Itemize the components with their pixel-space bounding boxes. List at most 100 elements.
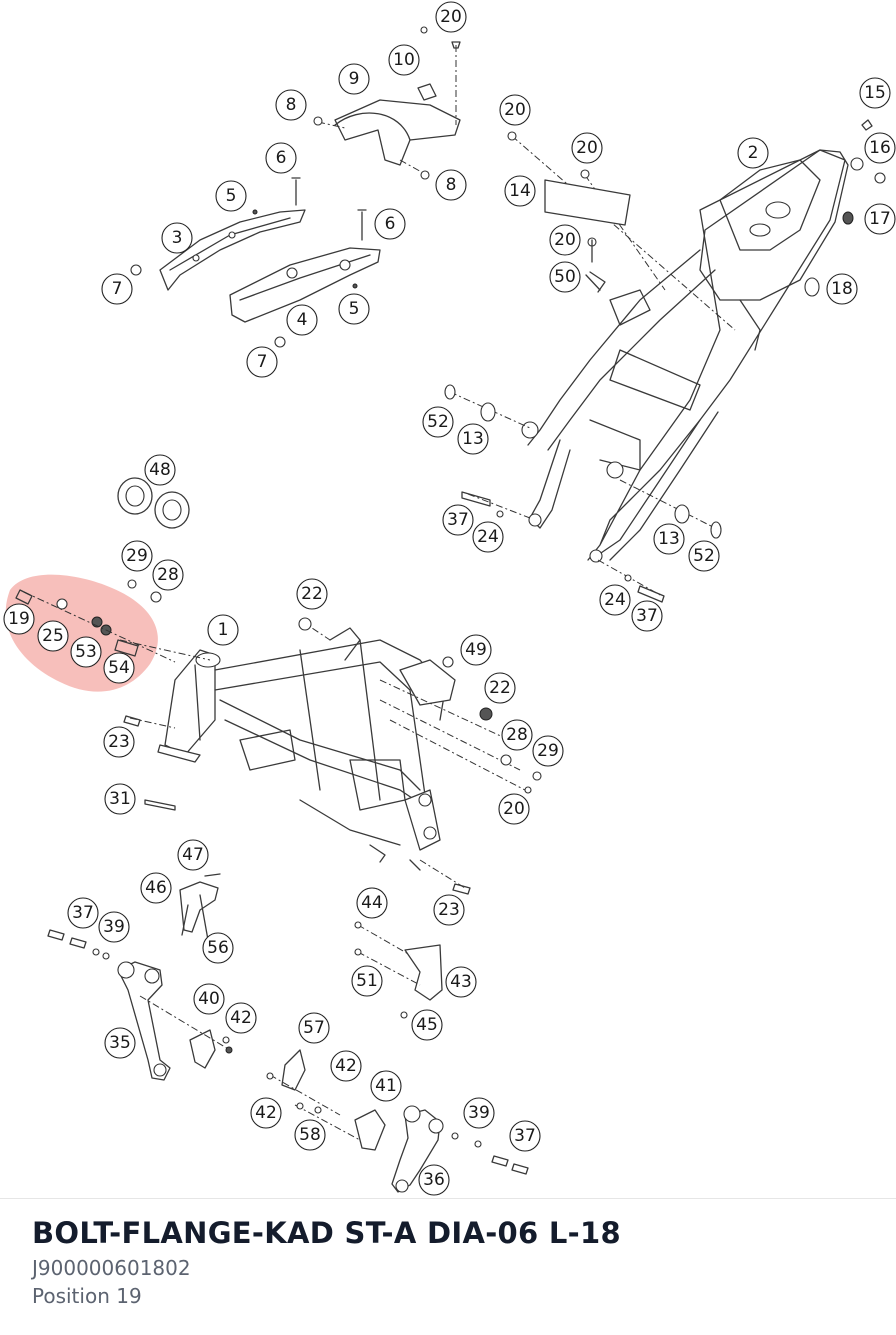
selection-highlight (5, 574, 158, 692)
callout-6a[interactable]: 6 (265, 142, 297, 174)
svg-text:48: 48 (149, 460, 171, 480)
callout-7b[interactable]: 7 (246, 346, 278, 378)
svg-text:15: 15 (864, 83, 886, 103)
callout-42c[interactable]: 42 (250, 1097, 282, 1129)
callout-51[interactable]: 51 (351, 965, 383, 997)
svg-text:52: 52 (693, 546, 715, 566)
callout-24b[interactable]: 24 (599, 584, 631, 616)
upper-brackets-drawing (130, 26, 461, 348)
svg-text:51: 51 (356, 971, 378, 991)
callout-8a[interactable]: 8 (275, 89, 307, 121)
callout-13a[interactable]: 13 (457, 423, 489, 455)
svg-text:8: 8 (446, 175, 457, 195)
callout-3[interactable]: 3 (161, 222, 193, 254)
svg-text:13: 13 (658, 529, 680, 549)
callout-40[interactable]: 40 (193, 983, 225, 1015)
callout-5a[interactable]: 5 (215, 180, 247, 212)
callout-23b[interactable]: 23 (433, 894, 465, 926)
svg-text:13: 13 (462, 429, 484, 449)
callout-9[interactable]: 9 (338, 63, 370, 95)
callout-29a[interactable]: 29 (121, 540, 153, 572)
part-title: BOLT-FLANGE-KAD ST-A DIA-06 L-18 (32, 1216, 621, 1250)
callout-14[interactable]: 14 (504, 175, 536, 207)
callout-28b[interactable]: 28 (501, 719, 533, 751)
callout-1[interactable]: 1 (207, 614, 239, 646)
callout-36[interactable]: 36 (418, 1164, 450, 1196)
callout-57[interactable]: 57 (298, 1012, 330, 1044)
callout-20c[interactable]: 20 (571, 132, 603, 164)
part-number: J900000601802 (32, 1256, 191, 1280)
svg-text:49: 49 (465, 640, 487, 660)
svg-text:37: 37 (514, 1126, 536, 1146)
callout-45[interactable]: 45 (411, 1009, 443, 1041)
callout-20b[interactable]: 20 (499, 94, 531, 126)
callout-8b[interactable]: 8 (435, 169, 467, 201)
callout-46[interactable]: 46 (140, 872, 172, 904)
svg-text:46: 46 (145, 878, 167, 898)
callout-10[interactable]: 10 (388, 44, 420, 76)
svg-text:52: 52 (427, 412, 449, 432)
callout-22a[interactable]: 22 (296, 578, 328, 610)
callout-5b[interactable]: 5 (338, 293, 370, 325)
callout-37a[interactable]: 37 (442, 504, 474, 536)
callout-37d[interactable]: 37 (509, 1120, 541, 1152)
callout-44[interactable]: 44 (356, 887, 388, 919)
callout-39a[interactable]: 39 (98, 911, 130, 943)
callout-39b[interactable]: 39 (463, 1097, 495, 1129)
svg-text:7: 7 (257, 352, 268, 372)
callout-20e[interactable]: 20 (498, 793, 530, 825)
callout-20a[interactable]: 20 (435, 1, 467, 33)
callout-58[interactable]: 58 (294, 1119, 326, 1151)
svg-text:22: 22 (489, 678, 511, 698)
svg-text:54: 54 (108, 658, 130, 678)
callout-31[interactable]: 31 (104, 783, 136, 815)
svg-text:14: 14 (509, 181, 531, 201)
rear-frame-hardware (444, 119, 886, 603)
callout-43[interactable]: 43 (445, 966, 477, 998)
callout-13b[interactable]: 13 (653, 523, 685, 555)
callout-22b[interactable]: 22 (484, 672, 516, 704)
svg-text:39: 39 (468, 1103, 490, 1123)
divider (0, 1198, 896, 1199)
callout-28a[interactable]: 28 (152, 559, 184, 591)
callout-29b[interactable]: 29 (532, 735, 564, 767)
callout-48[interactable]: 48 (144, 454, 176, 486)
svg-text:42: 42 (255, 1103, 277, 1123)
svg-text:22: 22 (301, 584, 323, 604)
callout-52b[interactable]: 52 (688, 540, 720, 572)
callout-37c[interactable]: 37 (67, 897, 99, 929)
callout-24a[interactable]: 24 (472, 521, 504, 553)
callout-7a[interactable]: 7 (101, 273, 133, 305)
callout-17[interactable]: 17 (864, 203, 896, 235)
callout-4[interactable]: 4 (286, 304, 318, 336)
callout-23a[interactable]: 23 (103, 726, 135, 758)
svg-text:24: 24 (604, 590, 626, 610)
svg-text:2: 2 (748, 143, 759, 163)
callout-56[interactable]: 56 (202, 932, 234, 964)
callout-47[interactable]: 47 (177, 839, 209, 871)
svg-text:10: 10 (393, 50, 415, 70)
callout-19[interactable]: 19 (3, 603, 35, 635)
svg-text:19: 19 (8, 609, 30, 629)
callout-42b[interactable]: 42 (330, 1050, 362, 1082)
callout-53[interactable]: 53 (70, 636, 102, 668)
callout-50[interactable]: 50 (549, 261, 581, 293)
callout-52a[interactable]: 52 (422, 406, 454, 438)
callout-16[interactable]: 16 (864, 132, 896, 164)
svg-text:36: 36 (423, 1170, 445, 1190)
callout-20d[interactable]: 20 (549, 224, 581, 256)
callout-42a[interactable]: 42 (225, 1002, 257, 1034)
callout-41[interactable]: 41 (370, 1070, 402, 1102)
callout-2[interactable]: 2 (737, 137, 769, 169)
callout-25[interactable]: 25 (37, 620, 69, 652)
svg-text:25: 25 (42, 626, 64, 646)
callout-35[interactable]: 35 (104, 1027, 136, 1059)
svg-text:17: 17 (869, 209, 891, 229)
callout-37b[interactable]: 37 (631, 600, 663, 632)
svg-text:53: 53 (75, 642, 97, 662)
callout-15[interactable]: 15 (859, 77, 891, 109)
callout-54[interactable]: 54 (103, 652, 135, 684)
callout-49[interactable]: 49 (460, 634, 492, 666)
callout-6b[interactable]: 6 (374, 208, 406, 240)
callout-18[interactable]: 18 (826, 273, 858, 305)
